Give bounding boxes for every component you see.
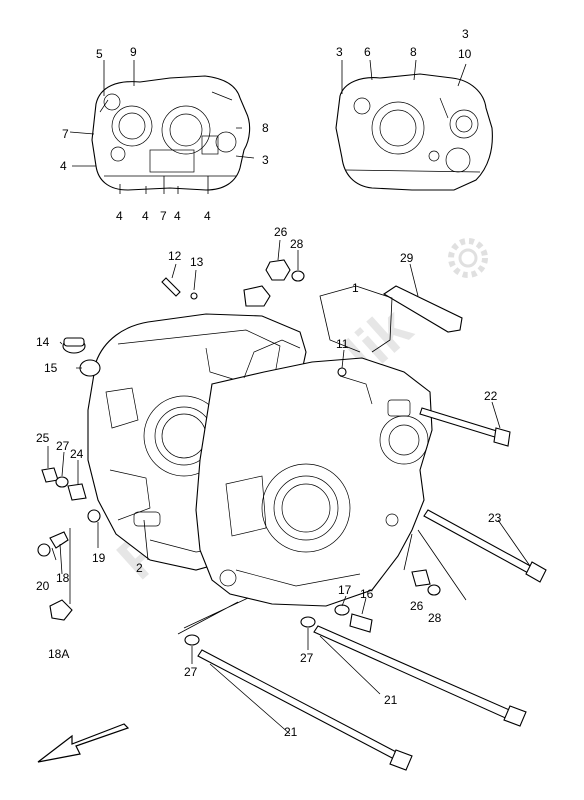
label-23: 23: [488, 511, 502, 525]
label-27-lower: 27: [184, 665, 198, 679]
nut-26-lower: [411, 569, 431, 587]
label-8-right: 8: [410, 45, 417, 59]
label-10: 10: [458, 47, 472, 61]
label-4-left: 4: [60, 159, 67, 173]
label-22: 22: [484, 389, 498, 403]
label-21-left: 21: [284, 725, 298, 739]
label-3-right-b: 3: [462, 27, 469, 41]
crankcase-assembly: [87, 313, 433, 607]
label-21-right: 21: [384, 693, 398, 707]
label-18a: 18A: [48, 647, 69, 661]
label-26-top: 26: [274, 225, 288, 239]
cap-20: [37, 543, 51, 557]
label-3-right-a: 3: [336, 45, 343, 59]
breather-fitting: [243, 285, 271, 307]
washer-27-left: [55, 476, 69, 488]
inset-case-half-left: [91, 75, 251, 191]
leader-lines: [47, 59, 531, 735]
label-20: 20: [36, 579, 50, 593]
cover-plate: [382, 285, 463, 333]
label-12: 12: [168, 249, 182, 263]
label-4-b: 4: [116, 209, 123, 223]
label-1: 1: [352, 281, 359, 295]
label-4-d: 4: [174, 209, 181, 223]
washer-13: [190, 292, 198, 300]
part-labels: 5 9 7 4 8 3 4 4 7 4 4 3 6 8 3 10 26 28 2…: [36, 27, 502, 739]
label-13: 13: [190, 255, 204, 269]
washer-27-mid: [300, 616, 316, 628]
front-arrow-icon: [37, 723, 130, 763]
o-ring: [79, 359, 101, 377]
label-9: 9: [130, 45, 137, 59]
drain-plug: [49, 531, 69, 549]
drain-washer: [87, 509, 101, 523]
plug-18a: [49, 599, 73, 621]
label-14: 14: [36, 335, 50, 349]
label-16: 16: [360, 587, 374, 601]
label-17: 17: [338, 583, 352, 597]
gear-icon: [448, 238, 488, 278]
label-8-left: 8: [262, 121, 269, 135]
label-7-left: 7: [62, 127, 69, 141]
inset-case-half-right: [335, 73, 493, 191]
label-6: 6: [364, 45, 371, 59]
long-bolt-21-left: [197, 649, 413, 771]
washer-27-lower: [184, 634, 200, 646]
label-11: 11: [336, 337, 349, 351]
nut-26-top: [265, 259, 291, 281]
label-4-c: 4: [142, 209, 149, 223]
bolt-16: [349, 613, 373, 633]
label-28-lower: 28: [428, 611, 442, 625]
washer-28-top: [291, 270, 305, 282]
bolt-23: [423, 509, 547, 583]
long-bolt-21-right: [313, 625, 527, 727]
label-29: 29: [400, 251, 414, 265]
label-19: 19: [92, 551, 106, 565]
washer-28-lower: [427, 584, 441, 596]
label-4-e: 4: [204, 209, 211, 223]
label-27-mid: 27: [300, 651, 314, 665]
label-3-left: 3: [262, 153, 269, 167]
label-25: 25: [36, 431, 50, 445]
bolt-25: [41, 467, 59, 483]
washer-17: [334, 604, 350, 616]
label-24: 24: [70, 447, 84, 461]
label-27-left: 27: [56, 439, 70, 453]
label-28-top: 28: [290, 237, 304, 251]
bolt-22: [419, 407, 511, 447]
label-26-lower: 26: [410, 599, 424, 613]
nut-24: [67, 483, 87, 501]
washer-11: [337, 367, 347, 377]
oil-filler-cap: [62, 337, 86, 354]
label-2: 2: [136, 561, 143, 575]
label-15: 15: [44, 361, 58, 375]
label-18: 18: [56, 571, 70, 585]
label-5: 5: [96, 47, 103, 61]
stud-bolt: [161, 277, 181, 297]
label-7-b: 7: [160, 209, 167, 223]
